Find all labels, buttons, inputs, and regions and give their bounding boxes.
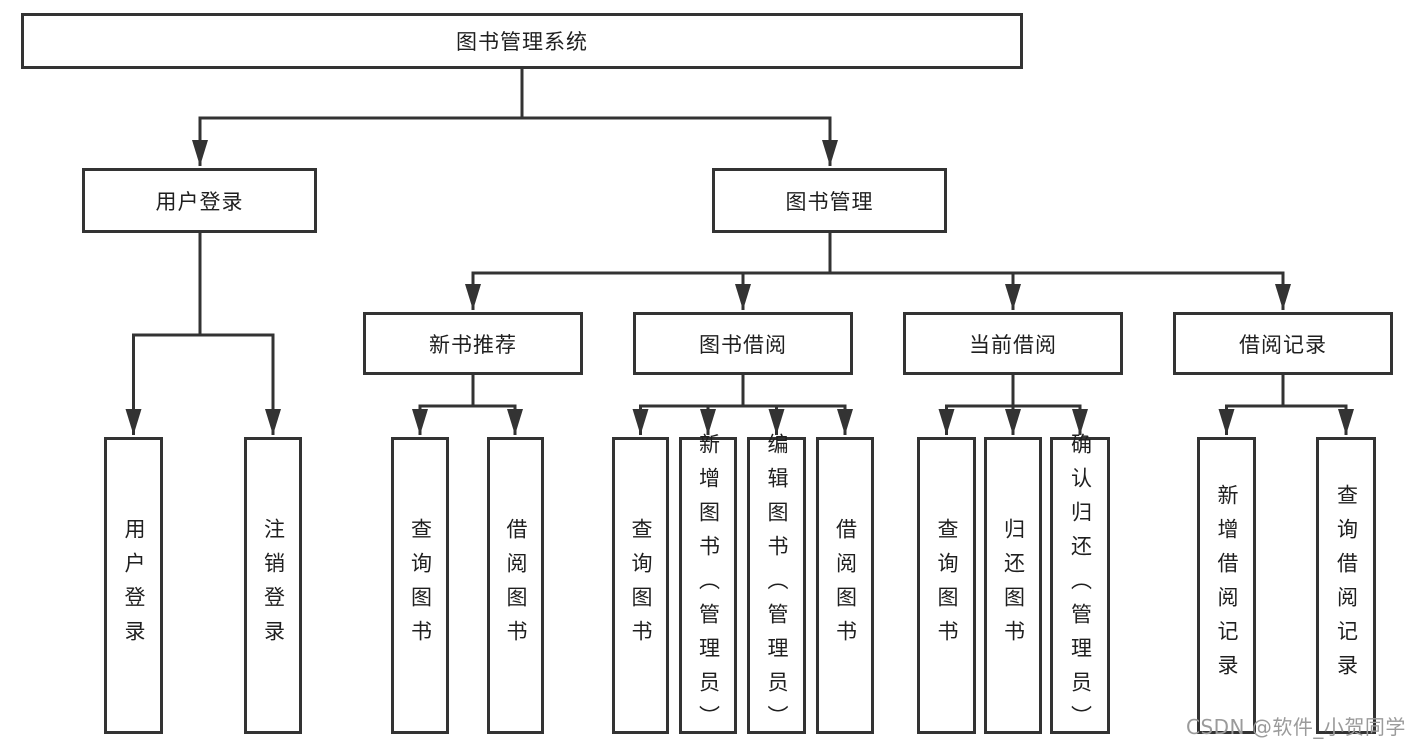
leaf-confirm-return-admin-label: 确认归还（管理员） (1068, 432, 1093, 739)
leaf-return-book-label: 归还图书 (1001, 517, 1026, 654)
leaf-query-borrow-record: 查询借阅记录 (1316, 437, 1376, 734)
leaf-query-borrow-record-label: 查询借阅记录 (1334, 483, 1359, 688)
leaf-query-books-recommend-label: 查询图书 (408, 517, 433, 654)
leaf-add-book-admin: 新增图书（管理员） (679, 433, 737, 739)
node-book-borrow: 图书借阅 (633, 312, 853, 375)
leaf-borrow-books-borrow: 借阅图书 (816, 437, 874, 734)
leaf-return-book: 归还图书 (984, 437, 1042, 734)
leaf-borrow-books-recommend: 借阅图书 (487, 437, 544, 734)
node-borrow-records: 借阅记录 (1173, 312, 1393, 375)
leaf-query-books-current-label: 查询图书 (935, 517, 959, 654)
leaf-add-borrow-record-label: 新增借阅记录 (1215, 483, 1239, 688)
node-new-book-recommend: 新书推荐 (363, 312, 583, 375)
node-book-management: 图书管理 (712, 168, 947, 233)
leaf-query-books-current: 查询图书 (917, 437, 976, 734)
leaf-user-login: 用户登录 (104, 437, 163, 734)
leaf-confirm-return-admin: 确认归还（管理员） (1050, 433, 1110, 739)
leaf-query-books-borrow: 查询图书 (612, 437, 669, 734)
leaf-user-login-label: 用户登录 (122, 517, 146, 654)
leaf-query-books-borrow-label: 查询图书 (629, 517, 653, 654)
leaf-add-borrow-record: 新增借阅记录 (1197, 437, 1256, 734)
leaf-logout: 注销登录 (244, 437, 302, 734)
leaf-logout-label: 注销登录 (261, 517, 286, 654)
leaf-add-book-admin-label: 新增图书（管理员） (696, 432, 721, 739)
node-user-login: 用户登录 (82, 168, 317, 233)
node-root-system: 图书管理系统 (21, 13, 1023, 69)
leaf-edit-book-admin: 编辑图书（管理员） (747, 433, 806, 739)
leaf-borrow-books-borrow-label: 借阅图书 (833, 517, 858, 654)
leaf-query-books-recommend: 查询图书 (391, 437, 449, 734)
node-current-borrow: 当前借阅 (903, 312, 1123, 375)
leaf-edit-book-admin-label: 编辑图书（管理员） (765, 432, 789, 739)
leaf-borrow-books-recommend-label: 借阅图书 (504, 517, 528, 654)
csdn-watermark: CSDN @软件_小贺同学 (1186, 715, 1405, 739)
